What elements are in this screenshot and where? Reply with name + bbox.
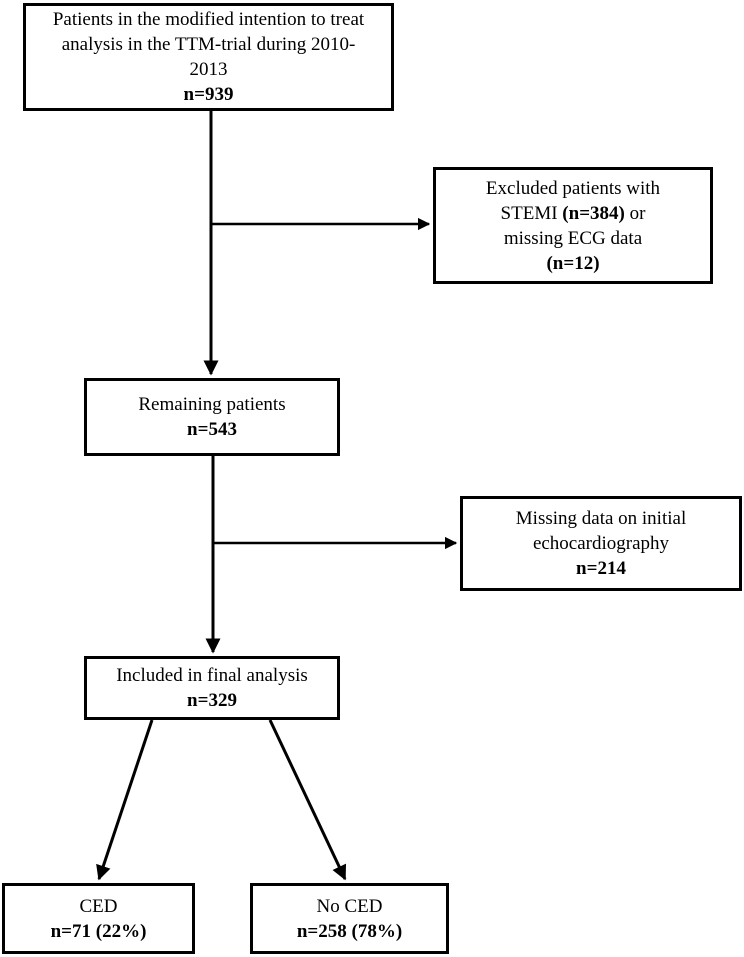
missing-echo-box: Missing data on initial echocardiography… [460,496,742,591]
excluded-text-line-3: missing ECG data [503,227,643,249]
remaining-patients-box: Remaining patients n=543 [84,378,340,456]
no-ced-label: No CED [316,895,383,917]
ced-count: n=71 (22%) [50,920,147,942]
excluded-stemi-label: STEMI [500,202,563,224]
excluded-or-label: or [624,202,646,224]
start-text-line-2: analysis in the TTM-trial during 2010- [61,34,356,55]
ced-label: CED [79,895,118,917]
missing-echo-count: n=214 [576,558,626,579]
excluded-missing-ecg-count: (n=12) [546,252,600,274]
excluded-patients-box: Excluded patients with STEMI (n=384) or … [433,167,713,284]
excluded-text-line-1: Excluded patients with [485,177,661,199]
start-population-box: Patients in the modified intention to tr… [23,3,394,111]
start-count: n=939 [183,84,234,105]
included-label: Included in final analysis [116,665,308,686]
included-analysis-box: Included in final analysis n=329 [84,656,340,720]
missing-echo-line-1: Missing data on initial [515,508,687,529]
arrow-to-ced [96,719,154,881]
missing-echo-line-2: echocardiography [532,533,670,554]
start-text-line-3: 2013 [189,59,228,80]
remaining-count: n=543 [187,419,237,440]
no-ced-group-box: No CED n=258 (78%) [250,883,449,954]
included-count: n=329 [187,690,237,711]
arrow-to-no-ced [268,719,347,881]
remaining-label: Remaining patients [138,394,286,415]
no-ced-count: n=258 (78%) [296,920,403,942]
ced-group-box: CED n=71 (22%) [2,883,195,954]
start-text-line-1: Patients in the modified intention to tr… [52,9,365,30]
excluded-text-line-2: STEMI (n=384) or [501,201,646,226]
excluded-stemi-count: (n=384) [562,202,625,224]
